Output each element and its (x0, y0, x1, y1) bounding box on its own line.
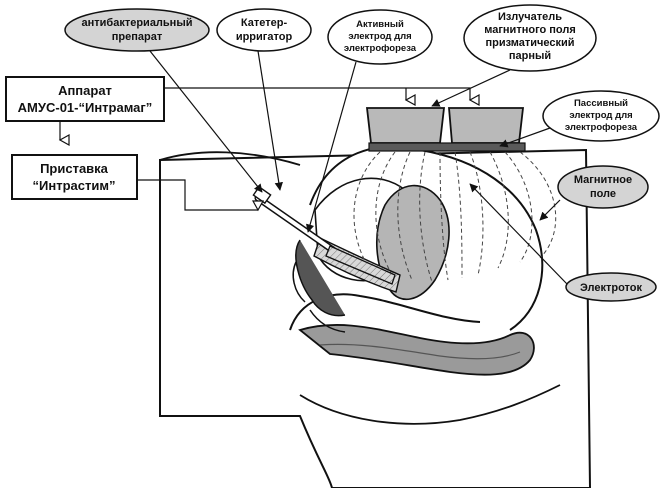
svg-text:парный: парный (509, 50, 551, 62)
svg-text:Магнитное: Магнитное (574, 174, 632, 186)
svg-text:“Интрастим”: “Интрастим” (33, 178, 116, 193)
svg-text:препарат: препарат (112, 31, 163, 43)
svg-text:электрофореза: электрофореза (565, 122, 638, 133)
svg-text:Пассивный: Пассивный (574, 98, 628, 109)
svg-text:электрод для: электрод для (569, 110, 632, 121)
label-magnetic-field: Магнитное поле (558, 166, 648, 208)
label-passive-electrode: Пассивный электрод для электрофореза (543, 91, 659, 141)
svg-text:электрофореза: электрофореза (344, 43, 417, 54)
svg-text:Катетер-: Катетер- (241, 17, 288, 29)
svg-text:Аппарат: Аппарат (58, 83, 112, 98)
label-catheter: Катетер- ирригатор (217, 9, 311, 51)
svg-text:Электроток: Электроток (580, 282, 643, 294)
label-antibacterial: антибактериальный препарат (65, 9, 209, 51)
label-emitter: Излучатель магнитного поля призматически… (464, 5, 596, 71)
magnetic-emitter-pair (367, 108, 523, 143)
passive-electrode (369, 143, 525, 151)
svg-text:поле: поле (590, 188, 616, 200)
svg-text:магнитного поля: магнитного поля (484, 24, 576, 36)
label-current: Электроток (566, 273, 656, 301)
svg-text:Излучатель: Излучатель (498, 11, 562, 23)
svg-text:Активный: Активный (356, 19, 404, 30)
svg-text:призматический: призматический (485, 37, 574, 49)
svg-text:антибактериальный: антибактериальный (82, 17, 193, 29)
svg-text:АМУС-01-“Интрамаг”: АМУС-01-“Интрамаг” (18, 100, 153, 115)
svg-text:Приставка: Приставка (40, 161, 109, 176)
svg-text:ирригатор: ирригатор (236, 31, 293, 43)
attachment-box: Приставка “Интрастим” (12, 155, 137, 199)
svg-text:электрод для: электрод для (348, 31, 411, 42)
label-active-electrode: Активный электрод для электрофореза (328, 10, 432, 64)
device-box: Аппарат АМУС-01-“Интрамаг” (6, 77, 164, 121)
